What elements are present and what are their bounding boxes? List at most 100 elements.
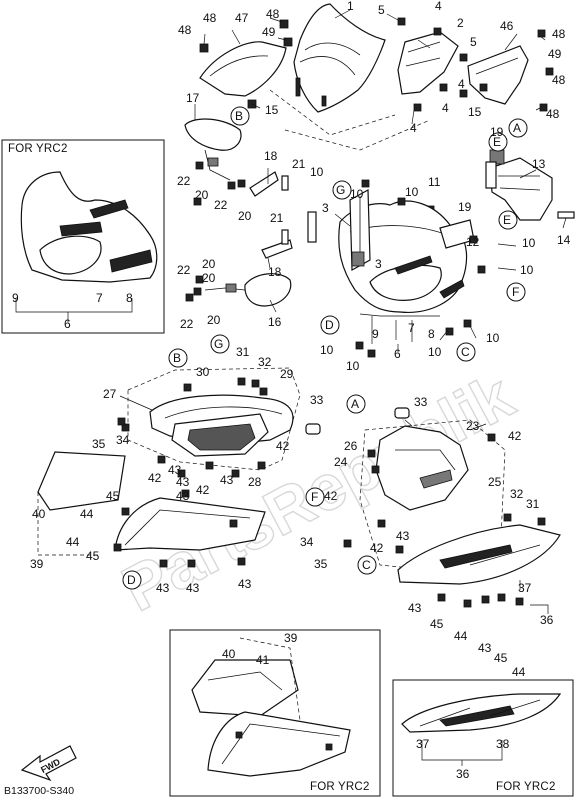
- callout-D-low: D: [122, 570, 142, 590]
- mirror-left: [184, 118, 242, 181]
- bracket-13: [489, 149, 553, 221]
- label-19-b: 19: [458, 200, 472, 214]
- label-4-b: 4: [458, 77, 465, 91]
- label-42-b: 42: [196, 483, 210, 497]
- label-49-a: 49: [548, 47, 562, 61]
- callout-F-low: F: [305, 487, 325, 507]
- label-5-b: 5: [470, 35, 477, 49]
- callout-C-mid: C: [456, 342, 476, 362]
- svg-text:G: G: [336, 183, 345, 197]
- inset-yrc2-graphic: [392, 679, 574, 797]
- label-34-b: 34: [300, 535, 314, 549]
- label-13: 13: [532, 157, 546, 171]
- inset-caption-bottom-center: FOR YRC2: [310, 781, 370, 793]
- label-26: 26: [344, 439, 358, 453]
- label-31-b: 31: [526, 497, 540, 511]
- label-2: 2: [457, 16, 464, 30]
- label-7: 7: [408, 321, 415, 335]
- side-cover-36: [397, 524, 561, 585]
- label-16: 16: [268, 315, 282, 329]
- label-48-e: 48: [266, 7, 280, 21]
- label-44-a: 44: [80, 507, 94, 521]
- svg-text:D: D: [325, 318, 334, 332]
- label-42-d: 42: [508, 429, 522, 443]
- label-37-a: 37: [518, 581, 532, 595]
- label-19-a: 19: [490, 125, 504, 139]
- label-inset-37: 37: [416, 737, 430, 751]
- callout-C-low: C: [357, 555, 377, 575]
- fwd-arrow: FWD: [20, 745, 77, 782]
- label-32-b: 32: [510, 487, 524, 501]
- label-22-d: 22: [180, 317, 194, 331]
- label-44-c: 44: [454, 629, 468, 643]
- label-22-b: 22: [214, 198, 228, 212]
- inset-yrc2-side-cover: [169, 629, 381, 797]
- svg-text:F: F: [512, 285, 519, 299]
- label-42-e: 42: [324, 489, 338, 503]
- label-inset-7: 7: [96, 291, 103, 305]
- svg-text:E: E: [503, 213, 511, 227]
- side-cover-39: [37, 451, 266, 551]
- label-18-a: 18: [264, 149, 278, 163]
- inner-cover-mesh: [171, 413, 269, 457]
- callout-B-top: B: [230, 106, 250, 126]
- inset-graphic-yrc2: [401, 693, 562, 733]
- label-10-f: 10: [320, 343, 334, 357]
- label-10-d: 10: [522, 236, 536, 250]
- callout-G-low: G: [210, 334, 230, 354]
- label-29: 29: [280, 367, 294, 381]
- inner-panel-right-rear: [467, 45, 529, 105]
- label-10-c: 10: [405, 185, 419, 199]
- callout-A-low: A: [346, 394, 366, 414]
- label-43-i: 43: [408, 601, 422, 615]
- label-inset-8: 8: [126, 291, 133, 305]
- label-inset-9: 9: [12, 291, 19, 305]
- callout-A-top: A: [508, 118, 528, 138]
- label-43-c: 43: [176, 489, 190, 503]
- assembly-outline-left: [127, 367, 301, 471]
- label-28: 28: [248, 475, 262, 489]
- svg-text:E: E: [493, 135, 501, 149]
- inner-panel-23: [375, 425, 469, 511]
- label-10-a: 10: [310, 165, 324, 179]
- label-4-d: 4: [410, 121, 417, 135]
- svg-text:B: B: [173, 351, 181, 365]
- label-12: 12: [466, 235, 480, 249]
- label-49-b: 49: [262, 25, 276, 39]
- callout-G-top: G: [332, 180, 352, 200]
- inner-panel-left: [199, 41, 287, 97]
- label-43-g: 43: [238, 577, 252, 591]
- bolt-14: [557, 211, 575, 219]
- grommet-21-upper: [281, 175, 289, 191]
- leader-lines: [119, 9, 567, 614]
- label-42-c: 42: [276, 439, 290, 453]
- svg-text:D: D: [127, 573, 136, 587]
- label-48-c: 48: [546, 107, 560, 121]
- label-4-c: 4: [442, 101, 449, 115]
- label-6: 6: [394, 347, 401, 361]
- label-20-b: 20: [238, 209, 252, 223]
- label-43-b: 43: [176, 475, 190, 489]
- svg-text:G: G: [214, 337, 223, 351]
- label-10-h: 10: [428, 345, 442, 359]
- label-10-i: 10: [486, 331, 500, 345]
- label-inset-36: 36: [456, 767, 470, 781]
- inset-side-cover-yrc2: [191, 659, 351, 777]
- label-10-g: 10: [346, 359, 360, 373]
- label-43-d: 43: [220, 473, 234, 487]
- damper-33-left: [305, 423, 321, 435]
- label-21-a: 21: [292, 157, 306, 171]
- mirror-right: [204, 273, 292, 307]
- label-inset-6: 6: [64, 317, 71, 331]
- label-inset-39: 39: [284, 631, 298, 645]
- svg-text:B: B: [235, 109, 243, 123]
- label-44-b: 44: [66, 535, 80, 549]
- label-15-a: 15: [468, 105, 482, 119]
- label-35-b: 35: [314, 557, 328, 571]
- bracket-19-upper: [485, 161, 497, 189]
- label-24: 24: [334, 455, 348, 469]
- label-3-b: 3: [375, 257, 382, 271]
- label-4-a: 4: [435, 0, 442, 13]
- label-43-h: 43: [396, 529, 410, 543]
- svg-text:C: C: [461, 345, 470, 359]
